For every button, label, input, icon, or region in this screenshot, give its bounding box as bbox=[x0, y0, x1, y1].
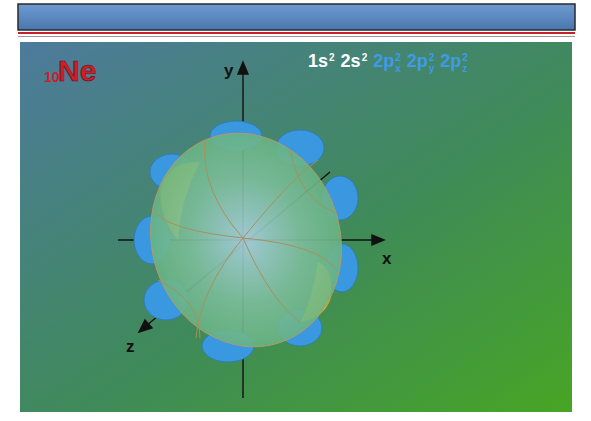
orbital-name: 2p bbox=[407, 51, 428, 71]
header-rule bbox=[18, 36, 575, 37]
orbital-name: 2p bbox=[440, 51, 461, 71]
script-stack: 2 bbox=[329, 52, 335, 63]
orbital-axis: z bbox=[462, 63, 468, 74]
electron-count: 2 bbox=[362, 52, 368, 63]
orbital-name: 2s bbox=[341, 51, 361, 71]
axis-label: z bbox=[126, 338, 135, 355]
script-stack: 2z bbox=[462, 52, 468, 74]
orbital-axis: x bbox=[395, 63, 401, 74]
lobe-outlines bbox=[158, 140, 338, 338]
electron-configuration: 1s22s22p2x2p2y2p2z bbox=[308, 52, 474, 74]
script-stack: 2 bbox=[362, 52, 368, 63]
orbital-name: 1s bbox=[308, 51, 328, 71]
orbital-name: 2p bbox=[373, 51, 394, 71]
orbital-axis: y bbox=[429, 63, 435, 74]
axis-label: y bbox=[224, 62, 233, 79]
electron-count: 2 bbox=[429, 52, 435, 63]
axis-label: x bbox=[382, 250, 391, 267]
atomic-number: 10 bbox=[44, 70, 60, 84]
orbital-shell bbox=[123, 108, 369, 372]
electron-count: 2 bbox=[329, 52, 335, 63]
script-stack: 2x bbox=[395, 52, 401, 74]
script-stack: 2y bbox=[429, 52, 435, 74]
electron-count: 2 bbox=[395, 52, 401, 63]
header-rule bbox=[18, 32, 575, 34]
header-bar bbox=[18, 4, 575, 30]
panel-background bbox=[20, 42, 572, 412]
electron-count: 2 bbox=[462, 52, 468, 63]
axes bbox=[118, 62, 384, 398]
element-symbol: Ne bbox=[58, 56, 96, 86]
